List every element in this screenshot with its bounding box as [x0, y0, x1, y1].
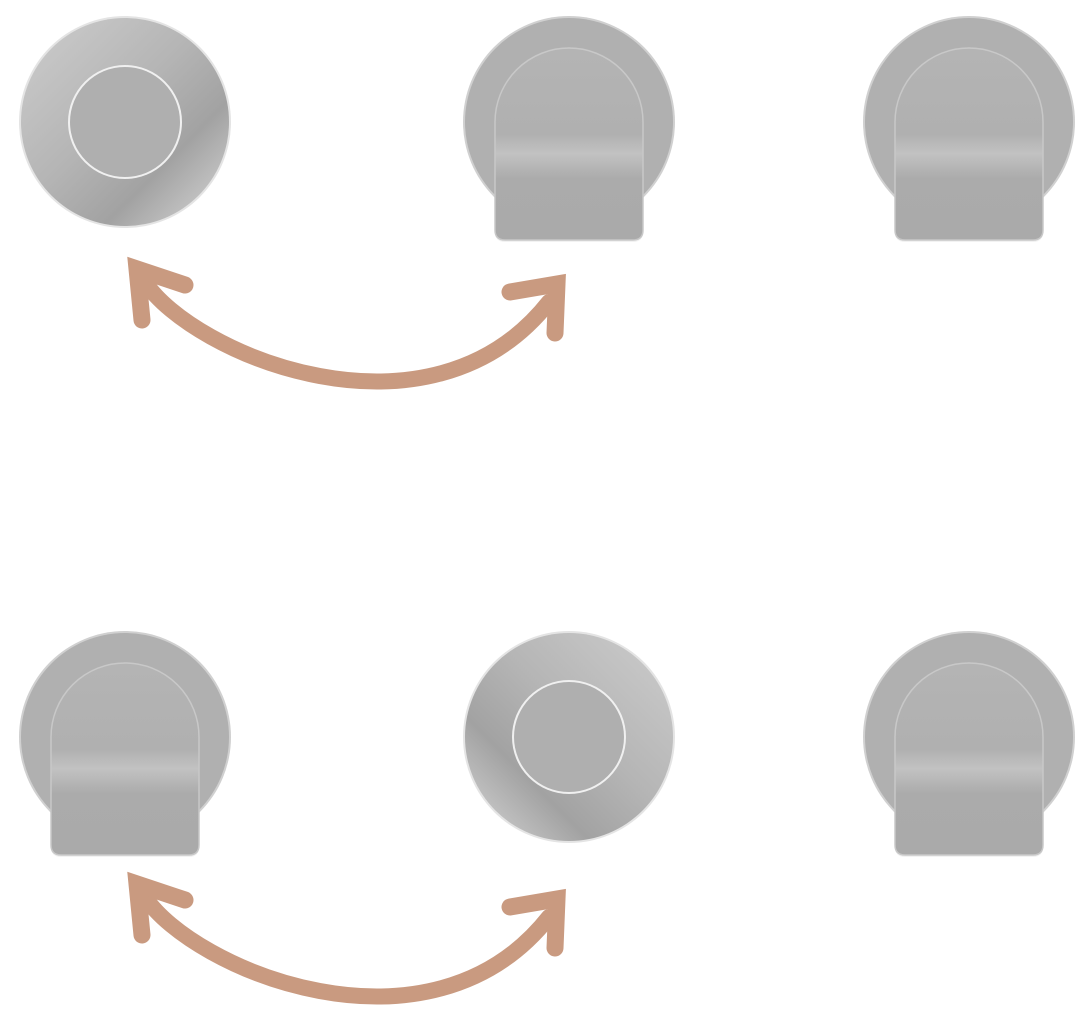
- knob-lever-icon[interactable]: [863, 16, 1075, 242]
- knob-round-icon[interactable]: [19, 16, 231, 228]
- puzzle-row-1: [19, 16, 1075, 242]
- knob-lever-icon[interactable]: [19, 631, 231, 857]
- knob-lever-icon[interactable]: [463, 16, 675, 242]
- puzzle-row-2: [19, 631, 1075, 857]
- swap-arrow-icon: [127, 256, 566, 390]
- swap-arrow-icon: [127, 871, 566, 1005]
- knob-round-icon[interactable]: [463, 631, 675, 843]
- knob-lever-icon[interactable]: [863, 631, 1075, 857]
